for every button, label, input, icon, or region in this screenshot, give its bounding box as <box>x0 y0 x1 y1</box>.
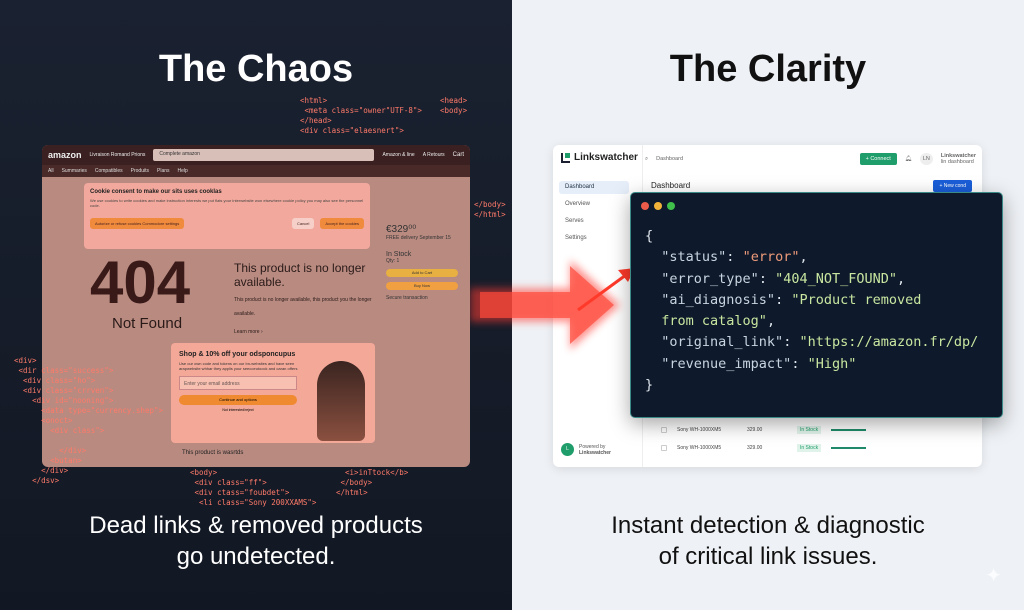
unavailable-title: This product is no longer available. <box>234 261 366 289</box>
account-link[interactable]: Amazon & line <box>382 152 415 158</box>
unavailable-sub: This product is no longer available, thi… <box>234 297 372 317</box>
sidebar-item-serves[interactable]: Serves <box>565 218 584 224</box>
cookie-accept-button[interactable]: Accept the cookies <box>320 218 364 229</box>
deliver-to: Livraison Romand Prions <box>89 152 146 158</box>
nav-item[interactable]: Help <box>177 168 188 174</box>
row-checkbox[interactable] <box>661 445 667 451</box>
status-badge: In Stock <box>797 426 822 434</box>
minimize-dot-icon <box>654 202 662 210</box>
json-output: { "status": "error", "error_type": "404_… <box>645 228 979 394</box>
code-snippet: <head> <body> <box>440 96 468 115</box>
promo-dismiss-link[interactable]: Not interested/reject <box>222 408 254 412</box>
chaos-panel: The Chaos amazon Livraison Romand Prions… <box>0 0 512 610</box>
avatar[interactable]: LN <box>919 153 933 165</box>
add-to-cart-button[interactable]: Add to Cart <box>386 269 458 277</box>
broken-product-page: amazon Livraison Romand Prions Complete … <box>42 145 470 467</box>
amazon-logo: amazon <box>48 150 82 160</box>
error-code: 404 <box>90 249 191 316</box>
email-field[interactable]: Enter your email address <box>179 376 297 390</box>
connect-button[interactable]: + Connect <box>859 153 897 165</box>
promo-person-image <box>317 361 365 441</box>
buy-now-button[interactable]: Buy Now <box>386 282 458 290</box>
health-bar <box>831 429 867 431</box>
code-snippet: <html> <meta class="owner"UTF-8"> </head… <box>300 96 422 135</box>
cookie-cancel-button[interactable]: Cancel <box>291 218 315 229</box>
row-checkbox[interactable] <box>661 427 667 433</box>
unavailable-message: This product is no longer available. Thi… <box>234 261 374 339</box>
cookie-settings-button[interactable]: Autorize or refuse cookies Commodore set… <box>90 218 185 229</box>
new-button[interactable]: + New cond <box>933 180 972 192</box>
secure-transaction: Secure transaction <box>386 295 428 301</box>
nav-item[interactable]: Plans <box>157 168 170 174</box>
code-snippet: </body> </html> <box>474 200 506 219</box>
promo-popup: Shop & 10% off your odsponcupus Use our … <box>171 343 375 443</box>
nav-item[interactable]: Compatibles <box>94 168 123 174</box>
cookie-text: We use cookies to write cookies and make… <box>90 198 364 208</box>
close-dot-icon <box>641 202 649 210</box>
code-snippet: <i>inTtock</b> </body> </html> <box>336 468 409 497</box>
learn-more-link[interactable]: Learn more › <box>234 329 263 335</box>
returns-link[interactable]: A Retours <box>422 152 445 158</box>
search-input[interactable]: Complete amazon <box>153 149 375 161</box>
json-terminal: { "status": "error", "error_type": "404_… <box>630 192 1003 418</box>
topbar: ⌕ Dashboard + Connect 🔔︎ LN Linkswatcher… <box>645 151 976 167</box>
code-snippet: <div> <dir class="success"> <div class="… <box>14 356 164 485</box>
nav-item[interactable]: Produits <box>130 168 149 174</box>
free-delivery: FREE delivery September 15 <box>386 235 451 241</box>
promo-title: Shop & 10% off your odsponcupus <box>179 351 296 358</box>
price: €329⁰⁰ <box>386 224 417 235</box>
promo-text: Use our own code and tokens on our bn-we… <box>179 361 298 371</box>
clarity-title: The Clarity <box>669 48 867 90</box>
red-arrow-icon <box>470 260 635 350</box>
bell-icon[interactable]: 🔔︎ <box>904 156 912 162</box>
chaos-title: The Chaos <box>158 48 354 90</box>
logo-icon <box>561 152 570 163</box>
brand-logo: Linkswatcher <box>561 152 638 163</box>
stock-status: In Stock <box>386 251 412 258</box>
code-snippet: <body> <div class="ff"> <div ctass="foub… <box>190 468 317 507</box>
nav-item[interactable]: Summaries <box>61 168 87 174</box>
nav-item[interactable]: All <box>48 168 54 174</box>
sidebar-item-overview[interactable]: Overview <box>565 201 591 207</box>
page-title: Dashboard <box>651 181 691 190</box>
buy-box: €329⁰⁰ FREE delivery September 15 In Sto… <box>382 220 462 440</box>
footer-text: This product is wasrtds <box>182 450 244 456</box>
search-input[interactable]: Dashboard <box>656 156 684 162</box>
sidebar-item-settings[interactable]: Settings <box>565 235 587 241</box>
sparkle-icon: ✦ <box>985 565 1002 587</box>
health-bar <box>831 447 867 449</box>
maximize-dot-icon <box>667 202 675 210</box>
qty-select[interactable]: Qty: 1 <box>386 258 400 264</box>
avatar: L <box>561 443 574 456</box>
sidebar-item-dashboard[interactable]: Dashboard <box>559 181 629 194</box>
status-badge: In Stock <box>797 444 822 452</box>
promo-continue-button[interactable]: Continue and options <box>179 395 297 405</box>
error-label: Not Found <box>112 315 183 332</box>
cart-link[interactable]: Cart <box>452 152 464 158</box>
search-icon: ⌕ <box>645 155 649 162</box>
cookie-banner: Cookie consent to make our sits uses coo… <box>84 183 370 249</box>
cookie-title: Cookie consent to make our sits uses coo… <box>90 189 222 195</box>
